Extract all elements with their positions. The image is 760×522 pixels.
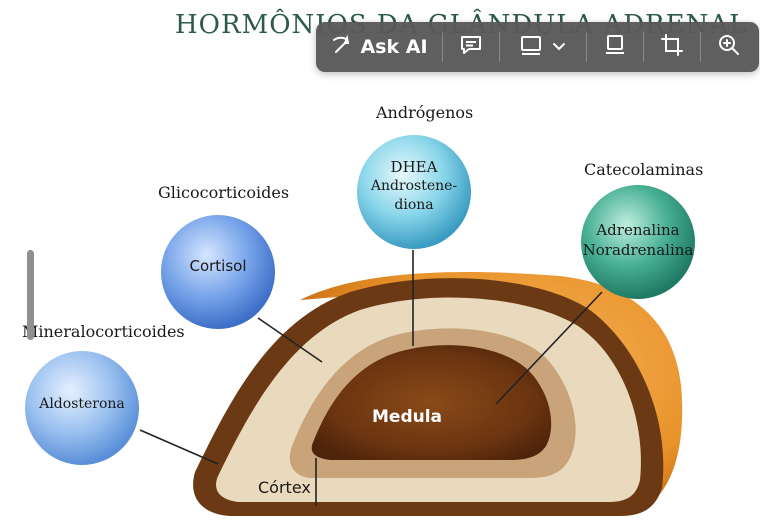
- aldosterona-text: Aldosterona: [27, 396, 137, 412]
- dhea-text: DHEA Androstene- diona: [360, 158, 468, 215]
- catecolaminas-text: Adrenalina Noradrenalina: [578, 220, 698, 260]
- chevron-down-icon: [551, 38, 567, 57]
- line-aldosterona: [140, 430, 218, 464]
- ask-ai-label: Ask AI: [360, 36, 427, 58]
- scrollbar-handle[interactable]: [27, 250, 34, 340]
- label-catecolaminas: Catecolaminas: [584, 160, 703, 179]
- screen-icon: [519, 33, 545, 61]
- image-toolbar: Ask AI: [316, 22, 759, 72]
- label-mineralocorticoides: Mineralocorticoides: [22, 322, 185, 341]
- document-icon: [603, 33, 627, 61]
- dhea-line2: Androstene-: [360, 177, 468, 196]
- medula-label: Medula: [372, 407, 442, 427]
- label-androgenos: Andrógenos: [376, 103, 473, 122]
- noradrenalina-text: Noradrenalina: [578, 240, 698, 260]
- comment-icon: [459, 33, 483, 61]
- crop-icon: [660, 33, 684, 61]
- crop-button[interactable]: [644, 22, 700, 72]
- comment-button[interactable]: [443, 22, 499, 72]
- adrenalina-text: Adrenalina: [578, 220, 698, 240]
- document-button[interactable]: [587, 22, 643, 72]
- screen-menu-button[interactable]: [500, 22, 586, 72]
- sparkle-icon: [330, 34, 352, 60]
- ask-ai-button[interactable]: Ask AI: [316, 22, 442, 72]
- zoom-in-icon: [717, 33, 741, 61]
- cortex-label: Córtex: [258, 478, 311, 497]
- zoom-in-button[interactable]: [701, 22, 757, 72]
- dhea-line3: diona: [360, 196, 468, 215]
- label-glicocorticoides: Glicocorticoides: [158, 183, 289, 202]
- cortisol-text: Cortisol: [168, 257, 268, 275]
- dhea-line1: DHEA: [360, 158, 468, 177]
